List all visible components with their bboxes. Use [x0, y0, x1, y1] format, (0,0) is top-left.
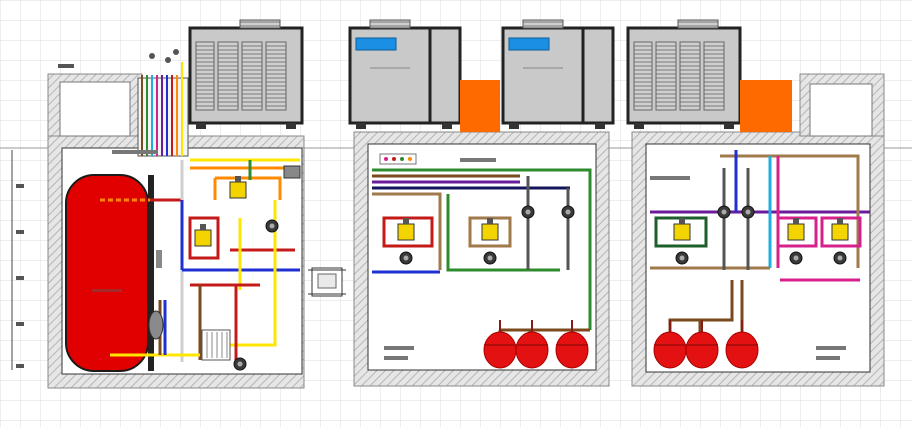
- circulation-pump-icon: [399, 251, 413, 265]
- heat-pump-icon: [348, 18, 462, 131]
- circulation-pump-icon: [675, 251, 689, 265]
- storage-tank-icon: [65, 174, 154, 372]
- circulation-pump-icon: [789, 251, 803, 265]
- circulation-pump-icon: [521, 205, 535, 219]
- building-right: [626, 18, 885, 387]
- building-middle: [348, 18, 615, 387]
- circulation-pump-icon: [833, 251, 847, 265]
- circulation-pump-icon: [741, 205, 755, 219]
- circulation-pump-icon: [561, 205, 575, 219]
- circulation-pump-icon: [717, 205, 731, 219]
- pipes-left: [100, 158, 300, 362]
- heat-pump-icon: [188, 18, 304, 131]
- radiator-icon: [201, 329, 231, 361]
- circulation-pump-icon: [483, 251, 497, 265]
- expansion-vessel-icon: [148, 310, 164, 340]
- circulation-pump-icon: [265, 219, 279, 233]
- manifold-icon: [308, 267, 346, 297]
- building-left: [11, 18, 305, 389]
- circulation-pump-icon: [233, 357, 247, 371]
- orange-box-2: [740, 80, 792, 132]
- orange-box-1: [460, 80, 500, 132]
- heat-pump-icon: [626, 18, 742, 131]
- heat-pump-icon: [501, 18, 615, 131]
- pipe-bundle-left: [112, 49, 189, 157]
- pipes-right: [650, 150, 870, 334]
